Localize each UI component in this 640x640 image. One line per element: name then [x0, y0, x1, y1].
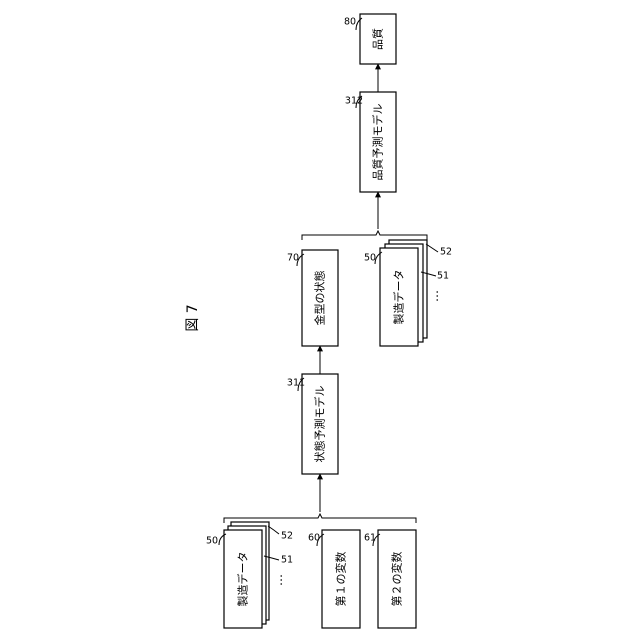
input-manufacturing-data-stack: 製造データ 50 52 51 ⋯ — [206, 522, 293, 628]
ref-number-60: 60 — [308, 533, 320, 544]
mold-state-label: 金型の状態 — [313, 271, 327, 326]
ref-number-51: 51 — [437, 271, 449, 282]
quality-prediction-model-label: 品質予測モデル — [371, 104, 385, 181]
ref-leader-52 — [268, 526, 279, 534]
manufacturing-data-label: 製造データ — [236, 552, 250, 607]
ref-number-52: 52 — [440, 247, 452, 258]
ellipsis-dots: ⋯ — [430, 290, 444, 302]
first-variable-node: 第１の変数 60 — [308, 530, 360, 628]
ref-leader-52 — [426, 244, 438, 252]
ref-number-52: 52 — [281, 531, 293, 542]
state-prediction-model-label: 状態予測モデル — [313, 386, 327, 463]
ref-number-50: 50 — [364, 253, 376, 264]
quality-node: 品質 80 — [344, 14, 396, 64]
quality-label: 品質 — [371, 28, 385, 50]
ref-number-311: 311 — [287, 378, 305, 389]
ref-number-80: 80 — [344, 17, 356, 28]
ref-number-70: 70 — [287, 253, 299, 264]
manufacturing-data-label: 製造データ — [392, 270, 406, 325]
state-prediction-model-node: 状態予測モデル 311 — [287, 374, 338, 474]
middle-manufacturing-data-stack: 製造データ 50 52 51 ⋯ — [364, 240, 452, 346]
second-variable-label: 第２の変数 — [390, 552, 404, 607]
ref-number-50: 50 — [206, 536, 218, 547]
middle-group-brace — [302, 231, 427, 240]
ellipsis-dots: ⋯ — [274, 574, 288, 586]
ref-number-51: 51 — [281, 555, 293, 566]
figure-label: 図 7 — [185, 304, 201, 331]
second-variable-node: 第２の変数 61 — [364, 530, 416, 628]
quality-prediction-model-node: 品質予測モデル 312 — [345, 92, 396, 192]
ref-number-312: 312 — [345, 96, 363, 107]
mold-state-node: 金型の状態 70 — [287, 250, 338, 346]
first-variable-label: 第１の変数 — [334, 552, 348, 607]
ref-number-61: 61 — [364, 533, 376, 544]
